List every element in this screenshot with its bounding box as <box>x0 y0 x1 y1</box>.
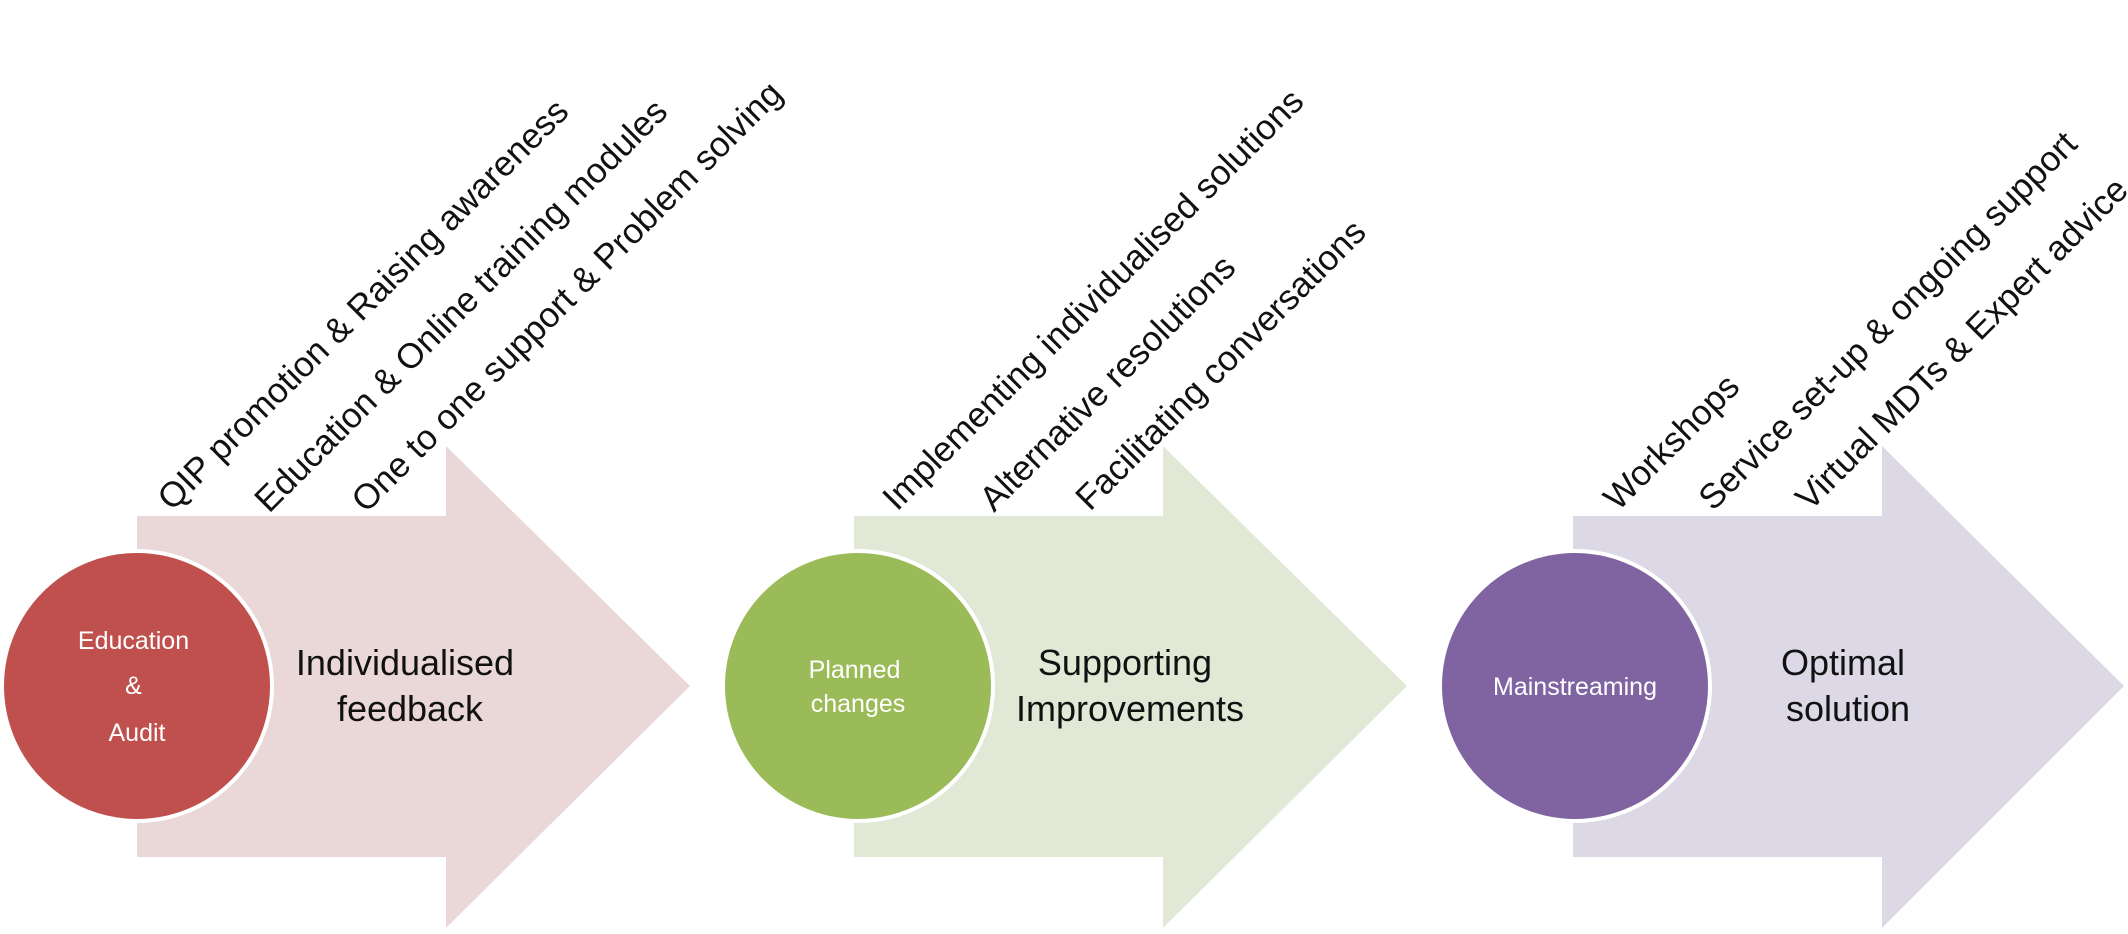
stage-2-bullet-1: Implementing individualised solutions <box>875 81 1311 517</box>
stage-3-circle-line-1: Mainstreaming <box>1493 673 1657 701</box>
stage-education-audit: Education & Audit Individualised feedbac… <box>0 74 790 928</box>
stage-2-circle-line-2: changes <box>811 690 906 718</box>
stage-3-circle-label: Mainstreaming <box>1493 673 1657 701</box>
stage-3-arrow <box>1573 446 2124 928</box>
stage-3-circle <box>1438 549 1712 823</box>
stage-2-arrow-label: Supporting Improvements <box>1016 642 1244 729</box>
stage-2-circle <box>721 549 995 823</box>
stage-3-arrow-label: Optimal solution <box>1781 642 1915 729</box>
stage-1-arrow-line-1: Individualised <box>296 642 514 683</box>
stage-1-circle <box>0 549 274 823</box>
stage-3-arrow-line-2: solution <box>1786 688 1910 729</box>
stage-mainstreaming: Mainstreaming Optimal solution Workshops… <box>1438 124 2128 928</box>
stage-2-arrow-line-2: Improvements <box>1016 688 1244 729</box>
stage-1-arrow-label: Individualised feedback <box>296 642 524 729</box>
stage-1-circle-line-1: Education <box>78 627 189 655</box>
stage-2-arrow-line-1: Supporting <box>1038 642 1212 683</box>
stage-1-bullet-3: One to one support & Problem solving <box>344 74 790 520</box>
stage-1-circle-line-3: Audit <box>109 719 166 747</box>
stage-2-arrow <box>854 446 1407 928</box>
stage-1-bullet-2: Education & Online training modules <box>247 92 675 520</box>
stage-3-arrow-line-1: Optimal <box>1781 642 1905 683</box>
stage-2-circle-line-1: Planned <box>809 656 901 684</box>
stage-1-circle-label: Education & Audit <box>78 627 196 747</box>
stage-1-bullet-1: QIP promotion & Raising awareness <box>150 92 576 518</box>
stage-2-circle-label: Planned changes <box>809 656 908 718</box>
stage-planned-changes: Planned changes Supporting Improvements … <box>721 81 1407 928</box>
stage-1-circle-line-2: & <box>125 672 142 700</box>
stage-1-arrow-line-2: feedback <box>337 688 484 729</box>
stage-1-arrow <box>137 446 690 928</box>
